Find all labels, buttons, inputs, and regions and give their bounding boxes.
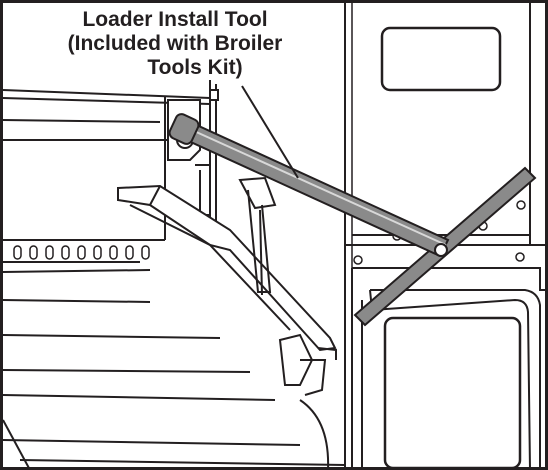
callout-line-3: Tools Kit)	[147, 56, 243, 79]
loader-install-tool	[168, 113, 450, 258]
callout-label: Loader Install Tool (Included with Broil…	[40, 8, 310, 80]
callout-line-2: (Included with Broiler	[67, 32, 283, 55]
lower-screen	[383, 316, 522, 470]
tool-handle-cap	[168, 113, 200, 145]
tool-tip-socket	[434, 243, 448, 257]
callout-leader-line	[241, 85, 299, 179]
loader-tray	[117, 176, 337, 396]
vent-slots	[13, 245, 150, 260]
lower-door-bracket	[351, 267, 548, 470]
callout-line-1: Loader Install Tool	[82, 8, 268, 31]
door-window	[380, 26, 502, 92]
